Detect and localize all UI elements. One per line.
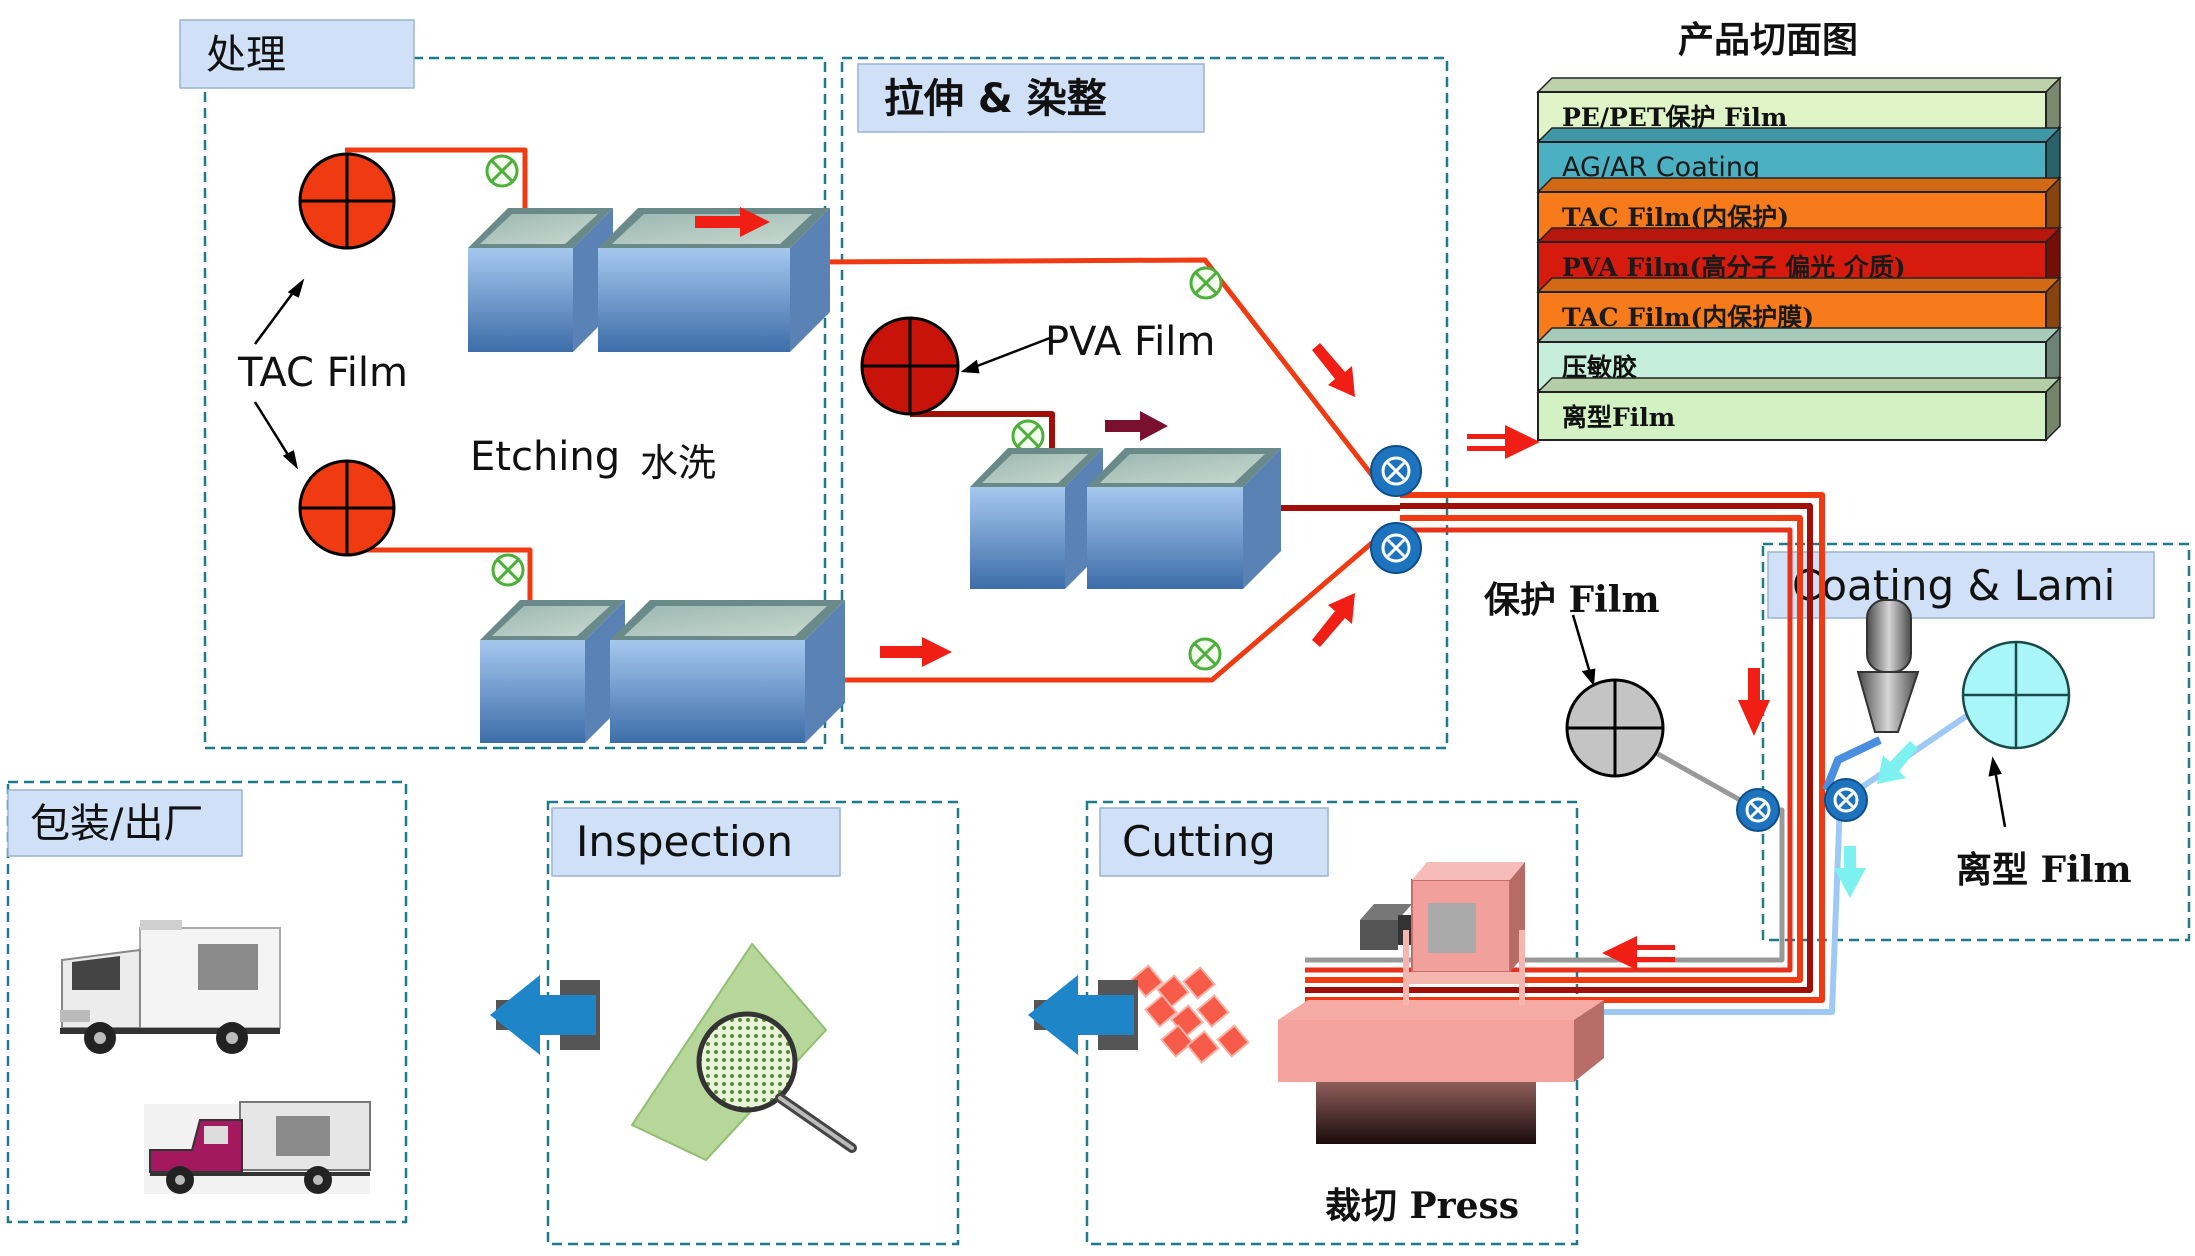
cross-section-layer: PE/PET保护 Film bbox=[1536, 76, 2062, 142]
arrow-down-right-upper bbox=[1312, 343, 1355, 397]
van-icon bbox=[144, 1101, 371, 1194]
svg-text:处理: 处理 bbox=[206, 32, 286, 78]
section-label-cutting: Cutting bbox=[1099, 807, 1329, 877]
section-boxes bbox=[6, 56, 2191, 1246]
cross-section-layer-label: 压敏胶 bbox=[1562, 353, 1637, 382]
section-label-packaging: 包装/出厂 bbox=[7, 789, 243, 857]
tanks bbox=[468, 208, 1281, 743]
arrow-right-etching-bottom bbox=[880, 637, 952, 667]
label-release-film: 离型 Film bbox=[1956, 849, 2132, 891]
inspection-box bbox=[546, 800, 960, 1246]
guide-roller-green-5 bbox=[1011, 419, 1045, 453]
cut-pieces bbox=[1130, 964, 1250, 1064]
packaging-box bbox=[6, 780, 408, 1224]
roller-tac-bottom bbox=[298, 459, 396, 557]
stretch-dye-box bbox=[840, 56, 1449, 750]
svg-text:Inspection: Inspection bbox=[576, 817, 793, 866]
guide-roller-green-4 bbox=[1188, 637, 1222, 671]
laminate-red-inner bbox=[1305, 527, 1793, 973]
tac-film-path-top bbox=[345, 147, 528, 236]
double-arrow-to-cross-section bbox=[1467, 425, 1540, 459]
roller-tac-top bbox=[298, 152, 396, 250]
tank-etching-bottom-1 bbox=[480, 600, 625, 743]
guide-roller-green-3 bbox=[1189, 266, 1223, 300]
section-label-coating-lami: Coating & Lami bbox=[1767, 551, 2155, 619]
laminate-red-mid bbox=[1305, 515, 1803, 983]
flow-arrows-blue bbox=[490, 975, 1138, 1055]
nip-roller-release bbox=[1824, 778, 1868, 822]
label-cut-press: 裁切 Press bbox=[1325, 1185, 1519, 1227]
truck-icon bbox=[60, 920, 281, 1054]
svg-text:Cutting: Cutting bbox=[1122, 817, 1276, 866]
flow-arrows-cyan bbox=[1834, 741, 1918, 898]
arrow-cyan-diag bbox=[1877, 741, 1918, 784]
coating-path bbox=[1822, 736, 1882, 792]
arrow-left-cutting-to-inspection bbox=[1028, 975, 1138, 1055]
tank-stretch-1 bbox=[970, 448, 1103, 589]
guide-roller-green-1 bbox=[485, 154, 519, 188]
pointer-arrows bbox=[253, 278, 2007, 828]
arrow-right-etching-top bbox=[695, 207, 770, 237]
label-pva-film: PVA Film bbox=[1045, 319, 1215, 365]
label-tac-film: TAC Film bbox=[237, 350, 408, 396]
section-label-stretch-dye: 拉伸 & 染整 bbox=[857, 63, 1205, 133]
arrow-right-pva bbox=[1105, 411, 1168, 441]
roller-protect-film bbox=[1565, 678, 1665, 778]
double-arrow-to-cutting bbox=[1602, 936, 1675, 970]
nip-roller-lower bbox=[1370, 522, 1422, 574]
section-label-inspection: Inspection bbox=[551, 807, 841, 877]
cross-section-layer: 离型Film bbox=[1536, 376, 2062, 442]
arrow-up-right-lower bbox=[1312, 593, 1355, 647]
nip-rollers-blue bbox=[1370, 445, 1868, 832]
cross-section-title: 产品切面图 bbox=[1678, 19, 1858, 61]
coating-nozzle bbox=[1856, 599, 1920, 733]
treatment-box bbox=[203, 56, 827, 750]
cross-section-layer-label: TAC Film(内保护膜) bbox=[1562, 303, 1814, 332]
arrow-down-coating bbox=[1738, 668, 1770, 736]
cross-section-layer-label: PE/PET保护 Film bbox=[1562, 103, 1787, 132]
section-label-treatment: 处理 bbox=[179, 19, 415, 89]
guide-rollers-green bbox=[485, 154, 1223, 671]
laminate-darkred bbox=[1305, 503, 1813, 993]
cross-section-layer-label: PVA Film(高分子 偏光 介质) bbox=[1562, 253, 1906, 282]
nip-roller-protect bbox=[1736, 788, 1780, 832]
cross-section-layer-label: TAC Film(内保护) bbox=[1562, 203, 1789, 232]
svg-text:包装/出厂: 包装/出厂 bbox=[30, 801, 203, 847]
arrow-left-inspection-to-packaging bbox=[490, 975, 600, 1055]
tank-etching-top-1 bbox=[468, 208, 613, 352]
inspection-magnifier bbox=[630, 942, 857, 1162]
guide-roller-green-2 bbox=[491, 553, 525, 587]
coating-lami-box bbox=[1761, 542, 2191, 942]
svg-text:Coating & Lami: Coating & Lami bbox=[1792, 561, 2115, 610]
label-protect-film: 保护 Film bbox=[1484, 579, 1660, 621]
cross-section-layer-label: 离型Film bbox=[1562, 403, 1675, 432]
tank-etching-top-2 bbox=[598, 208, 830, 352]
tank-stretch-2 bbox=[1087, 448, 1281, 589]
roller-pva bbox=[860, 316, 960, 416]
cutting-press bbox=[1278, 862, 1604, 1144]
label-etching: Etching bbox=[470, 434, 620, 480]
svg-text:拉伸 & 染整: 拉伸 & 染整 bbox=[884, 76, 1107, 122]
tank-etching-bottom-2 bbox=[610, 600, 845, 743]
flow-arrows-red bbox=[695, 207, 1770, 970]
roller-release-film bbox=[1961, 640, 2071, 750]
nip-roller-upper bbox=[1370, 445, 1422, 497]
arrow-cyan-down bbox=[1834, 846, 1866, 898]
tac-film-path-bottom bbox=[345, 547, 533, 610]
label-water-wash: 水洗 bbox=[640, 441, 716, 485]
